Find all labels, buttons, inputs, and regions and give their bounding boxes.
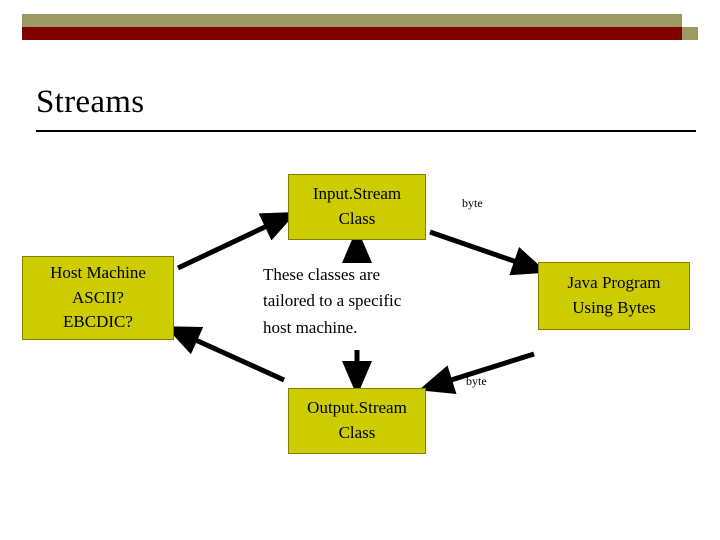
center-description-line2: tailored to a specific (263, 291, 402, 311)
center-description-line1: These classes are (263, 265, 381, 284)
box-outputstream-line1: Output.Stream (307, 398, 407, 418)
label-byte-bottom: byte (466, 374, 487, 388)
box-inputstream-line1: Input.Stream (312, 184, 402, 204)
top-bar-olive-band (22, 14, 698, 27)
slide-top-bar (22, 14, 698, 40)
box-outputstream-line2: Class (338, 423, 376, 442)
page-title: Streams (36, 84, 145, 120)
top-bar-dark-red-band (22, 27, 698, 40)
top-bar-notch-white (682, 14, 698, 27)
center-description: These classes are tailored to a specific… (263, 262, 493, 341)
box-host-line3: EBCDIC? (63, 312, 133, 332)
box-java-program: Java Program Using Bytes (538, 262, 690, 330)
box-inputstream-class: Input.Stream Class (288, 174, 426, 240)
box-java-line1: Java Program (567, 273, 661, 293)
center-description-line3: host machine. (263, 317, 358, 337)
title-underline-rule (36, 130, 696, 132)
box-outputstream-class: Output.Stream Class (288, 388, 426, 454)
box-host-line1: Host Machine (50, 263, 146, 283)
top-bar-notch-olive (682, 27, 698, 40)
box-host-line2: ASCII? (72, 287, 124, 307)
box-host-machine: Host Machine ASCII? EBCDIC? (22, 256, 174, 340)
box-java-line2: Using Bytes (572, 298, 656, 317)
box-inputstream-line2: Class (338, 209, 376, 228)
label-byte-top: byte (462, 196, 483, 210)
